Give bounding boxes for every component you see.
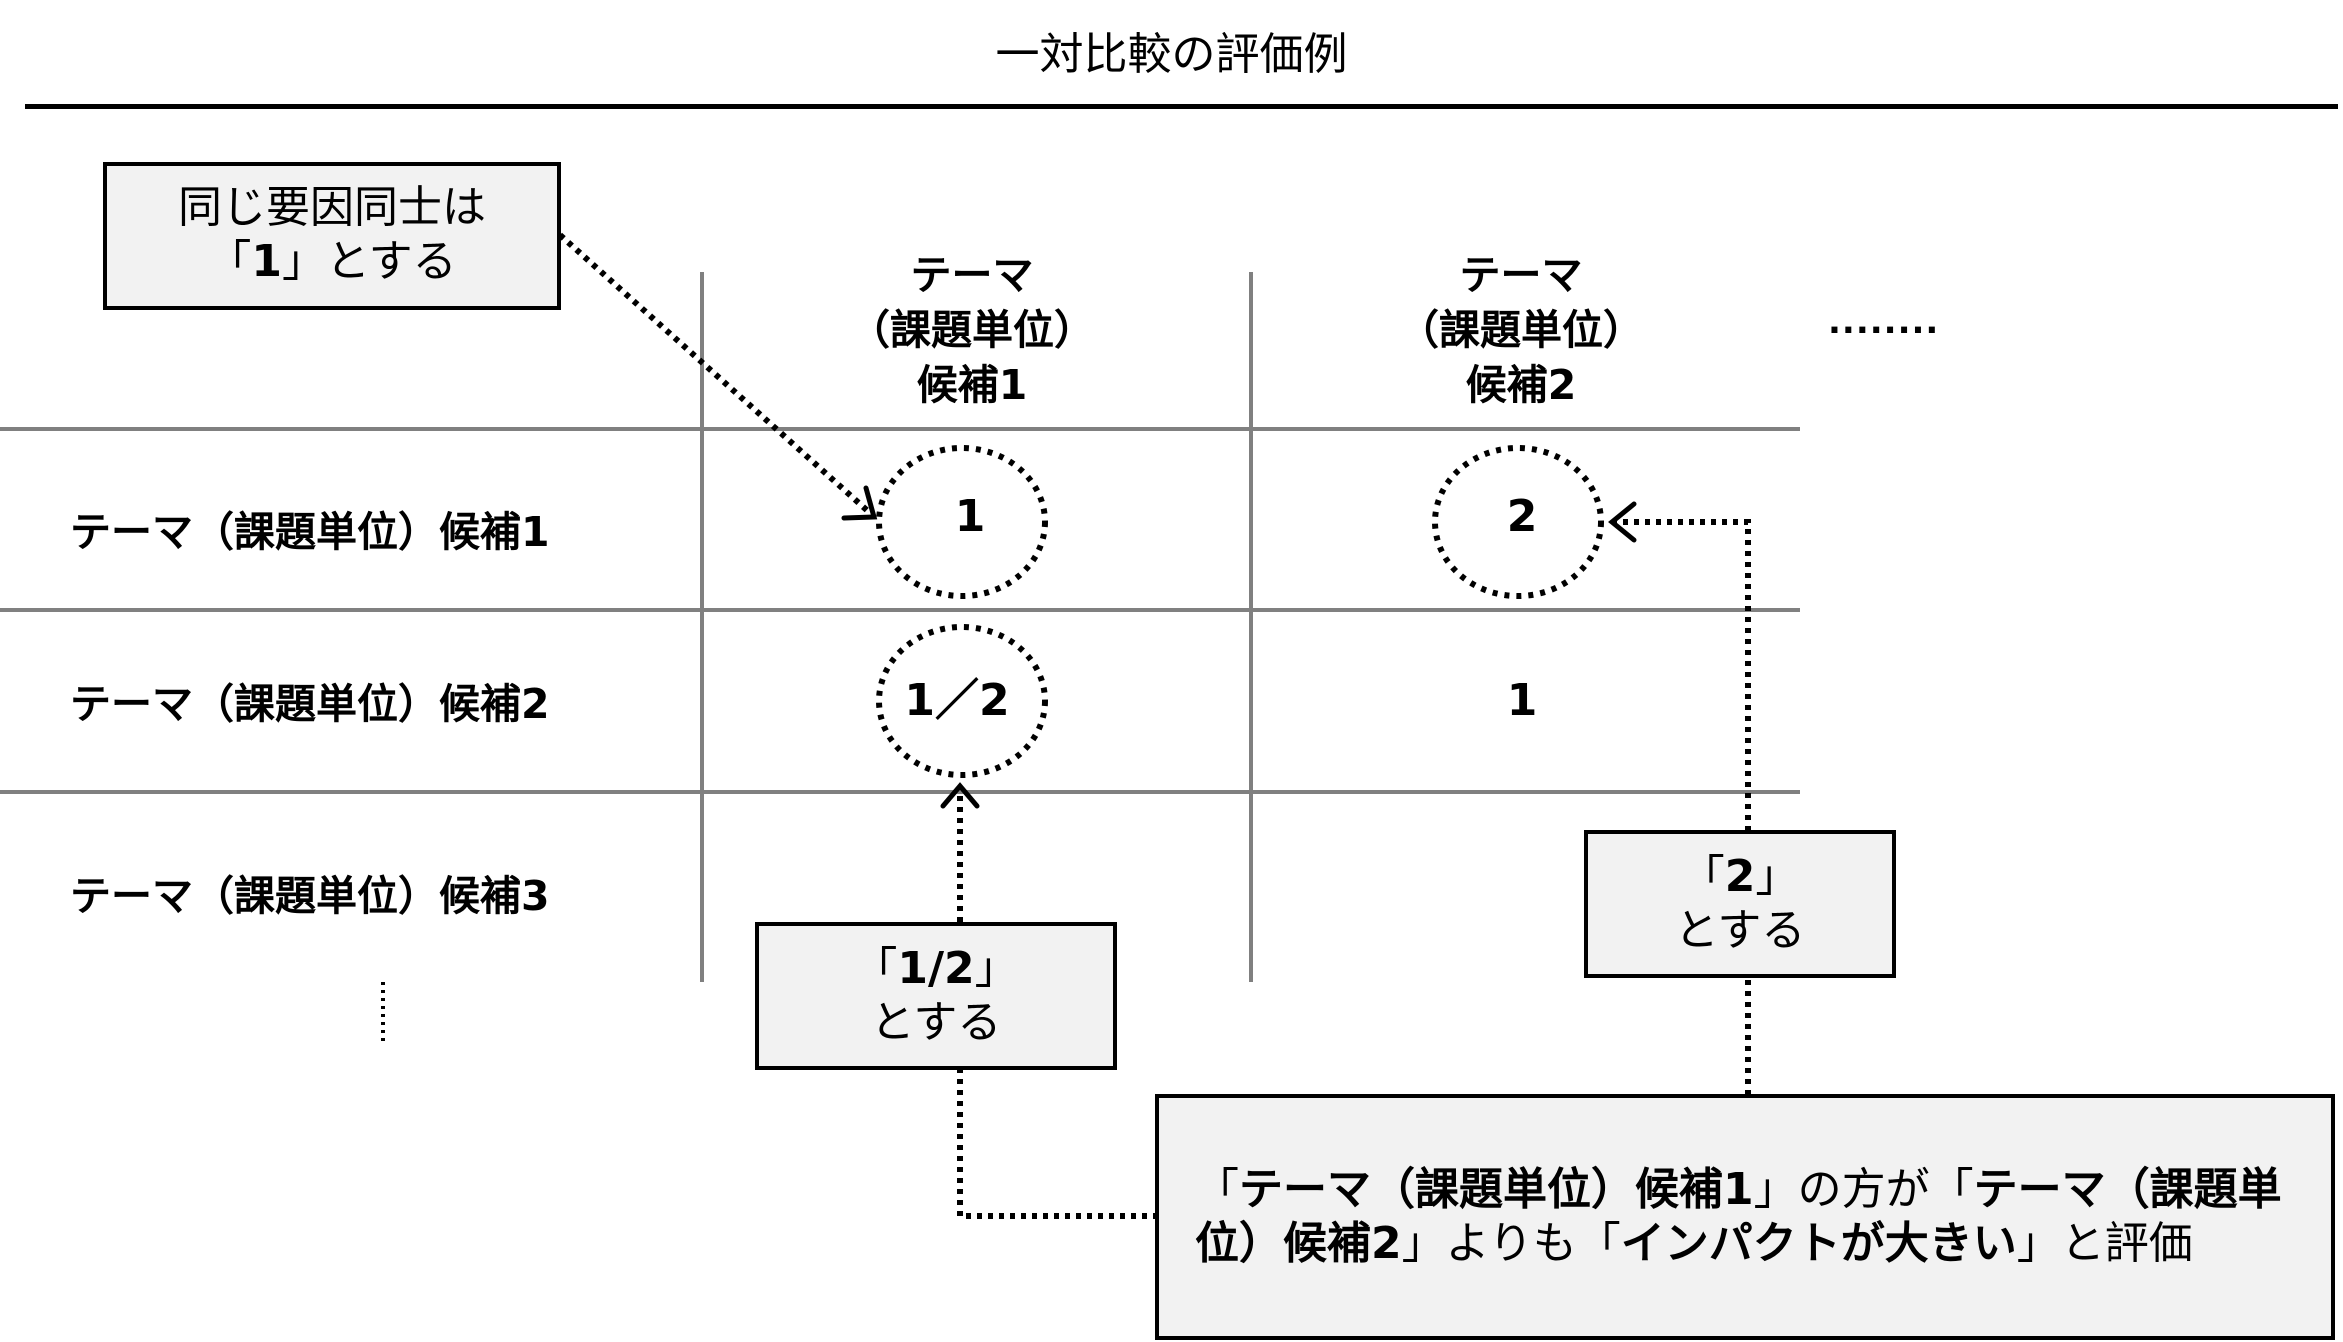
connector-arrow [1615, 519, 1751, 1095]
page-title: 一対比較の評価例 [995, 29, 1348, 80]
arrow-head [841, 485, 878, 521]
title-underline [25, 104, 2338, 109]
callout-two: 「2」 とする [1584, 830, 1896, 978]
highlight-circle [1432, 445, 1604, 599]
more-columns-ellipsis: ........ [1828, 302, 1940, 342]
callout-same-factor: 同じ要因同士は 「1」とする [103, 162, 561, 310]
callout-evaluation: 「テーマ（課題単位）候補1」の方が「テーマ（課題単位）候補2」よりも「インパクト… [1155, 1094, 2335, 1340]
cell-value: 1／2 [904, 675, 1010, 726]
highlight-circle [876, 445, 1048, 599]
highlight-circle [876, 624, 1048, 778]
cell-value: 1 [1506, 675, 1538, 726]
connector-arrow [557, 232, 873, 516]
column-header: テーマ （課題単位） 候補1 [849, 251, 1095, 409]
connector-arrow [957, 1068, 1155, 1219]
cell-value: 2 [1506, 491, 1538, 542]
callout-half: 「1/2」 とする [755, 922, 1117, 1070]
arrow-head [940, 782, 980, 809]
arrow-head [1608, 501, 1637, 543]
column-header: テーマ （課題単位） 候補2 [1398, 251, 1644, 409]
cell-value: 1 [954, 491, 986, 542]
row-label: テーマ（課題単位）候補2 [70, 680, 550, 728]
row-label: テーマ（課題単位）候補1 [70, 508, 550, 556]
row-label: テーマ（課題単位）候補3 [70, 872, 550, 920]
